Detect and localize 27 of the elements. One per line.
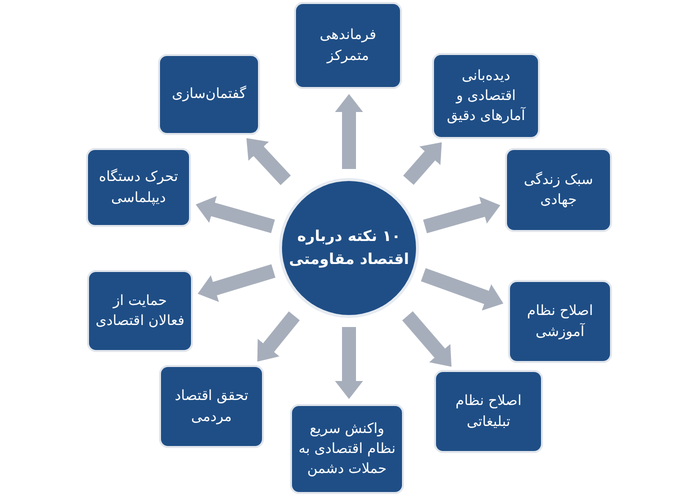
topic-label: تحرک دستگاه دیپلماسی xyxy=(98,168,180,208)
topic-box xyxy=(292,406,402,492)
topic-box xyxy=(296,4,400,87)
topic-label: فرماندهی متمرکز xyxy=(318,26,378,66)
arrow xyxy=(194,196,275,234)
arrow xyxy=(196,264,276,302)
topic-box xyxy=(436,372,541,451)
topic-label: حمایت از فعالان اقتصادی xyxy=(94,292,186,331)
arrow xyxy=(335,94,363,169)
arrow xyxy=(423,196,502,234)
topic-label: گفتمان‌سازی xyxy=(172,84,246,104)
arrow xyxy=(420,268,506,311)
topic-label: واکنش سریع نظام اقتصادی به حملات دشمن xyxy=(297,420,397,480)
topic-label: اصلاح نظام تبلیغاتی xyxy=(454,392,522,432)
topic-label: دیده‌بانی اقتصادی و آمارهای دقیق xyxy=(446,66,527,126)
topic-box xyxy=(88,150,189,225)
topic-label: سبک زندگی جهادی xyxy=(522,170,594,210)
arrow xyxy=(335,327,363,399)
topic-box xyxy=(161,367,262,446)
topic-box xyxy=(89,272,191,350)
topic-box xyxy=(507,150,610,230)
topic-box xyxy=(434,55,538,137)
topic-box xyxy=(160,56,258,133)
topic-label: اصلاح نظام آموزشی xyxy=(526,302,594,342)
topic-label: تحقق اقتصاد مردمی xyxy=(174,387,250,426)
topic-box xyxy=(510,282,610,361)
hub-title: ۱۰ نکته درباره اقتصاد مقاومتی xyxy=(288,226,410,270)
